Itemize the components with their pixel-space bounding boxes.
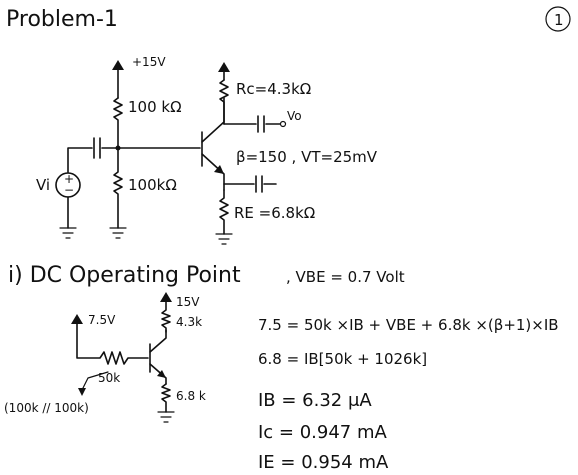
re2-resistor xyxy=(161,383,171,413)
equation-ib: IB = 6.32 μA xyxy=(258,390,372,411)
output-capacitor xyxy=(223,115,281,133)
ground-re-icon xyxy=(215,233,233,245)
rth-resistor xyxy=(76,323,149,365)
r2-resistor xyxy=(113,147,123,229)
rc-resistor xyxy=(219,79,229,125)
vo-terminal xyxy=(279,120,287,128)
rc-label: Rc=4.3kΩ xyxy=(236,80,311,98)
vcc2-arrow-icon xyxy=(160,292,172,302)
vi-plus: + xyxy=(64,172,74,186)
rth-pointer xyxy=(81,371,109,391)
transistor2-collector xyxy=(149,329,167,353)
ground-re2-icon xyxy=(157,411,175,423)
equations-block: 7.5 = 50k ×IB + VBE + 6.8k ×(β+1)×IB 6.8… xyxy=(258,316,559,473)
wire-vi xyxy=(67,147,93,173)
vth-arrow-icon xyxy=(71,314,83,324)
page-number: 1 xyxy=(554,11,564,29)
emitter-bypass-capacitor xyxy=(223,175,277,193)
re2-label: 6.8 k xyxy=(176,389,206,403)
section-heading: i) DC Operating Point xyxy=(8,263,241,288)
equation-ie: IE = 0.954 mA xyxy=(258,452,389,473)
ground-r2-icon xyxy=(109,227,127,239)
emitter2-arrow-icon xyxy=(157,370,166,378)
r1-label: 100 kΩ xyxy=(128,98,182,116)
emitter-arrow-icon xyxy=(214,165,224,174)
re-label: RE =6.8kΩ xyxy=(234,204,315,222)
circuit-2: 7.5V 50k (100k // 100k) 15V 4.3k 6.8 k xyxy=(4,292,206,423)
equation-1: 7.5 = 50k ×IB + VBE + 6.8k ×(β+1)×IB xyxy=(258,316,559,334)
rth-pointer-arrow-icon xyxy=(78,388,86,396)
equation-ic: Ic = 0.947 mA xyxy=(258,422,388,443)
vi-label: Vi xyxy=(36,176,50,194)
vth-label: 7.5V xyxy=(88,313,116,327)
circuit-1: +15V 100 kΩ 100kΩ + − Vi Rc=4.3kΩ xyxy=(36,55,378,245)
r2-label: 100kΩ xyxy=(128,176,177,194)
vi-minus: − xyxy=(64,183,74,197)
rth-note: (100k // 100k) xyxy=(4,401,89,415)
re-resistor xyxy=(219,189,229,235)
page-title: Problem-1 xyxy=(6,7,118,32)
vo-label: Vo xyxy=(287,109,302,123)
rc2-resistor xyxy=(161,301,171,333)
vcc2-label: 15V xyxy=(176,295,200,309)
rc2-label: 4.3k xyxy=(176,315,202,329)
ground-vi-icon xyxy=(59,227,77,239)
page-number-badge: 1 xyxy=(545,6,571,32)
equation-2: 6.8 = IB[50k + 1026k] xyxy=(258,350,427,368)
vcc-label: +15V xyxy=(132,55,166,69)
input-capacitor xyxy=(93,137,101,159)
transistor-collector xyxy=(201,97,225,143)
vbe-value: , VBE = 0.7 Volt xyxy=(286,268,405,286)
vcc-arrow-left-icon xyxy=(112,60,124,70)
r1-resistor xyxy=(113,97,123,149)
beta-vt-label: β=150 , VT=25mV xyxy=(236,148,378,166)
vcc-arrow-right-icon xyxy=(218,62,230,72)
rth-label: 50k xyxy=(98,371,120,385)
